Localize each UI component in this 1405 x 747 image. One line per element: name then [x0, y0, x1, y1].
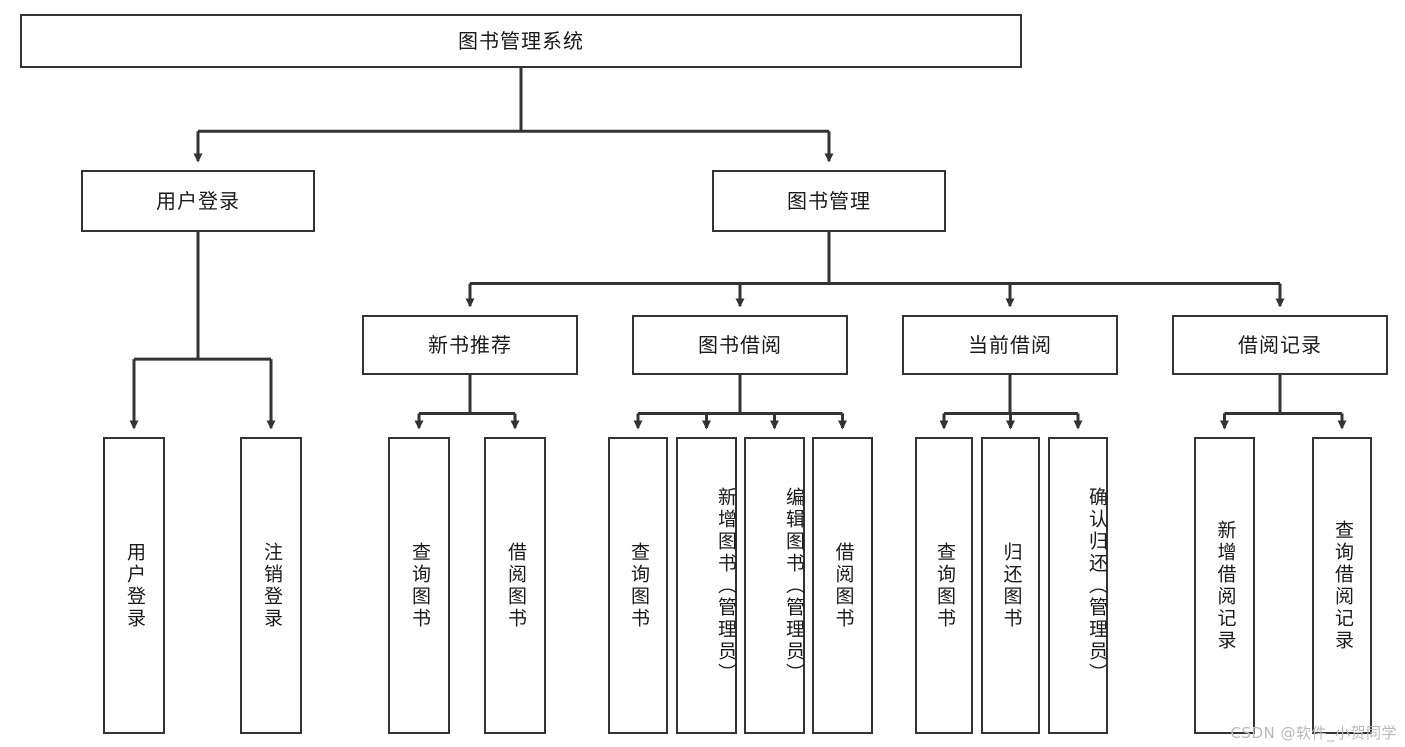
connector-line [1224, 375, 1342, 415]
node-label: 新增借阅记录 [1214, 519, 1237, 652]
node-label: 借阅图书 [832, 541, 855, 630]
node-book-borrow[interactable]: 图书借阅 [632, 315, 848, 375]
node-label: 确认归还（管理员） [1086, 486, 1108, 685]
leaf-query-book-recommend[interactable]: 查询图书 [388, 437, 450, 734]
leaf-add-borrow-record[interactable]: 新增借阅记录 [1194, 437, 1255, 734]
leaf-borrow-book-recommend[interactable]: 借阅图书 [484, 437, 546, 734]
leaf-return-book[interactable]: 归还图书 [981, 437, 1040, 734]
connector-line [419, 375, 515, 415]
leaf-confirm-return-admin[interactable]: 确认归还（管理员） [1048, 437, 1108, 734]
node-label: 编辑图书（管理员） [783, 486, 805, 685]
node-label: 新书推荐 [428, 333, 512, 357]
node-label: 用户登录 [123, 541, 146, 630]
node-label: 查询图书 [627, 541, 650, 630]
node-book-management[interactable]: 图书管理 [712, 170, 946, 232]
node-user-login[interactable]: 用户登录 [81, 170, 315, 232]
node-root[interactable]: 图书管理系统 [20, 14, 1022, 68]
leaf-edit-book-admin[interactable]: 编辑图书（管理员） [744, 437, 805, 734]
node-label: 借阅图书 [504, 541, 527, 630]
node-label: 查询图书 [933, 541, 956, 630]
leaf-query-book-borrow[interactable]: 查询图书 [608, 437, 668, 734]
connector-line [638, 375, 843, 415]
leaf-borrow-book[interactable]: 借阅图书 [812, 437, 873, 734]
connector-line [944, 375, 1078, 415]
node-label: 当前借阅 [968, 333, 1052, 357]
leaf-user-login[interactable]: 用户登录 [103, 437, 165, 734]
node-current-borrow[interactable]: 当前借阅 [902, 315, 1118, 375]
leaf-query-book-current[interactable]: 查询图书 [915, 437, 973, 734]
node-borrow-record[interactable]: 借阅记录 [1172, 315, 1388, 375]
leaf-add-book-admin[interactable]: 新增图书（管理员） [676, 437, 737, 734]
node-label: 注销登录 [260, 541, 283, 630]
leaf-logout[interactable]: 注销登录 [240, 437, 302, 734]
node-label: 查询借阅记录 [1331, 519, 1354, 652]
node-new-book-recommend[interactable]: 新书推荐 [362, 315, 578, 375]
node-label: 用户登录 [156, 189, 240, 213]
node-label: 图书借阅 [698, 333, 782, 357]
connector-line [198, 68, 829, 133]
node-label: 借阅记录 [1238, 333, 1322, 357]
node-label: 图书管理 [787, 189, 871, 213]
leaf-query-borrow-record[interactable]: 查询借阅记录 [1312, 437, 1372, 734]
connector-line [470, 232, 1280, 285]
node-label: 查询图书 [408, 541, 431, 630]
watermark: CSDN @软件_小贺同学 [1230, 724, 1397, 742]
node-label: 图书管理系统 [458, 29, 584, 53]
node-label: 新增图书（管理员） [715, 486, 737, 685]
node-label: 归还图书 [1000, 541, 1023, 630]
connector-line [134, 232, 271, 361]
